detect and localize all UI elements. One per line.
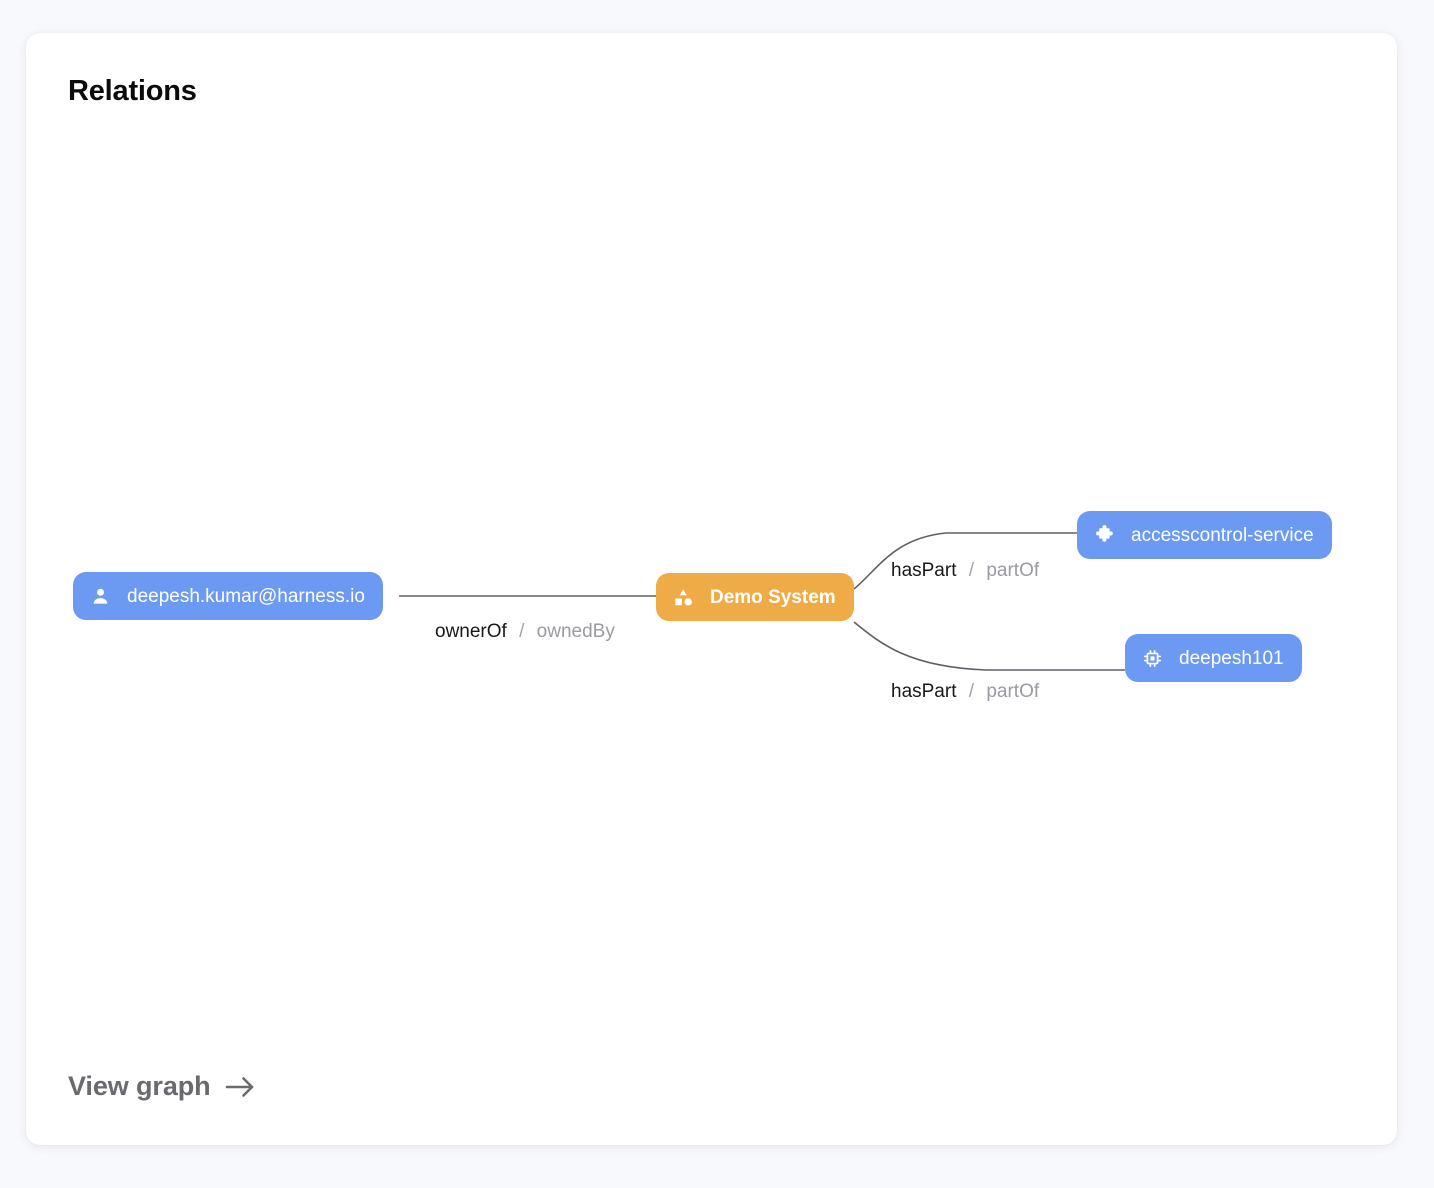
edge-label-haspart-resource: hasPart / partOf <box>891 682 1039 701</box>
graph-node-label: accesscontrol-service <box>1131 524 1314 546</box>
edge-label-forward: ownerOf <box>435 621 507 642</box>
edge-label-separator: / <box>968 681 975 702</box>
edge-label-separator: / <box>968 560 975 581</box>
edge-label-separator: / <box>519 621 525 642</box>
person-icon <box>89 585 111 607</box>
puzzle-piece-icon <box>1093 524 1115 546</box>
page-title: Relations <box>68 75 197 107</box>
view-graph-link[interactable]: View graph <box>68 1071 255 1102</box>
relations-card: Relations deepesh.kumar@harness.io <box>26 33 1397 1145</box>
graph-node-label: deepesh101 <box>1179 647 1284 669</box>
graph-node-resource[interactable]: deepesh101 <box>1125 634 1302 682</box>
graph-node-label: deepesh.kumar@harness.io <box>127 585 365 607</box>
edge-label-ownerof: ownerOf / ownedBy <box>435 622 615 641</box>
edge-label-reverse: partOf <box>986 560 1040 581</box>
relations-graph[interactable]: deepesh.kumar@harness.io Demo System acc… <box>26 33 1397 1145</box>
chip-icon <box>1141 647 1163 669</box>
edge-label-reverse: ownedBy <box>536 621 615 642</box>
edge-label-reverse: partOf <box>986 681 1040 702</box>
graph-node-user[interactable]: deepesh.kumar@harness.io <box>73 572 383 620</box>
arrow-right-icon <box>225 1074 255 1100</box>
edge-label-forward: hasPart <box>891 560 957 581</box>
graph-node-label: Demo System <box>710 586 836 608</box>
edge-label-haspart-service: hasPart / partOf <box>891 561 1039 580</box>
edge-haspart-component <box>853 621 1125 671</box>
edge-label-forward: hasPart <box>891 681 957 702</box>
graph-node-service[interactable]: accesscontrol-service <box>1077 511 1332 559</box>
graph-node-system[interactable]: Demo System <box>656 573 854 621</box>
shapes-icon <box>672 586 694 608</box>
view-graph-label: View graph <box>68 1071 211 1101</box>
